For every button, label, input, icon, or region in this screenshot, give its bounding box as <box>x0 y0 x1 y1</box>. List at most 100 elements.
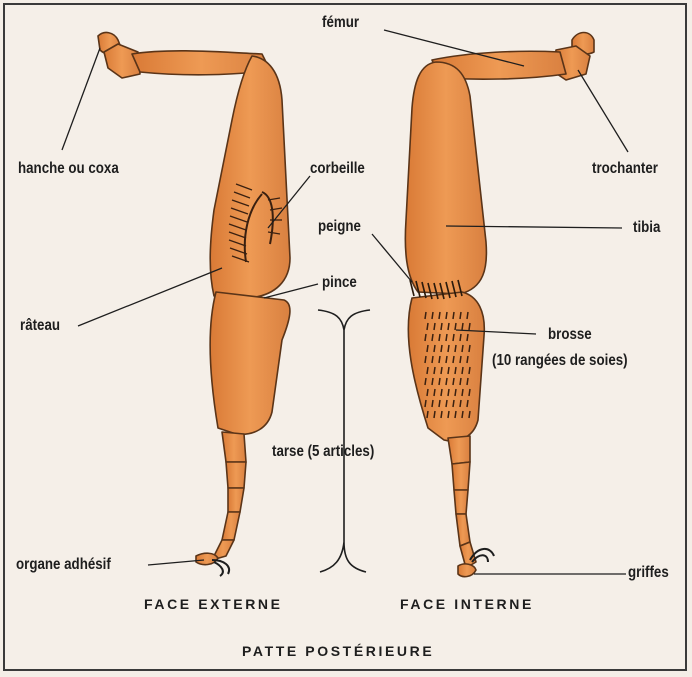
bristle <box>469 345 470 352</box>
bristle <box>434 345 435 352</box>
basitarsus-left <box>210 292 290 434</box>
leader-hanche <box>62 48 100 150</box>
label-pince: pince <box>322 274 357 292</box>
bristle <box>427 411 428 418</box>
bristle <box>460 400 461 407</box>
bristle <box>441 345 442 352</box>
bristle <box>446 334 447 341</box>
label-trochanter: trochanter <box>592 160 658 178</box>
bristle <box>427 389 428 396</box>
bristle <box>453 312 454 319</box>
bristle <box>467 334 468 341</box>
bristle <box>432 400 433 407</box>
label-hanche: hanche ou coxa <box>18 160 119 178</box>
bristle <box>453 356 454 363</box>
bristle <box>462 367 463 374</box>
tarsomere-right-3 <box>454 490 468 514</box>
bristle <box>441 323 442 330</box>
bristle <box>425 400 426 407</box>
tibia-left <box>210 56 290 298</box>
tarsomere-right-1 <box>448 436 470 464</box>
label-brosse: brosse <box>548 326 592 344</box>
bristle <box>469 411 470 418</box>
label-brosse-sub: (10 rangées de soies) <box>492 352 628 370</box>
bristle <box>448 323 449 330</box>
tarsomere-right-4 <box>456 514 470 546</box>
label-griffes: griffes <box>628 564 669 582</box>
bristle <box>453 378 454 385</box>
bristle <box>469 367 470 374</box>
leader-rateau <box>78 268 222 326</box>
bristle <box>446 312 447 319</box>
bristle <box>462 323 463 330</box>
bristle <box>467 312 468 319</box>
bristle <box>460 312 461 319</box>
bristle <box>439 356 440 363</box>
bristle <box>460 378 461 385</box>
bristle <box>439 400 440 407</box>
bristle <box>432 312 433 319</box>
leader-lines <box>62 30 628 574</box>
bristle <box>434 411 435 418</box>
arolium-right <box>458 564 476 577</box>
bristle <box>434 367 435 374</box>
leg-internal <box>405 33 594 577</box>
bristle <box>453 334 454 341</box>
bristle <box>455 411 456 418</box>
bristle <box>460 334 461 341</box>
bristle <box>455 323 456 330</box>
caption-face-externe: FACE EXTERNE <box>144 596 283 612</box>
label-rateau: râteau <box>20 317 60 335</box>
leader-trochanter <box>578 70 628 152</box>
bristle <box>432 378 433 385</box>
label-corbeille: corbeille <box>310 160 365 178</box>
tarsomere-left-4 <box>222 512 240 540</box>
tibia-right <box>405 62 486 294</box>
bristle <box>462 345 463 352</box>
bristle <box>441 389 442 396</box>
bristle <box>448 345 449 352</box>
bristle <box>453 400 454 407</box>
bristle <box>455 367 456 374</box>
bristle <box>446 356 447 363</box>
bristle <box>439 334 440 341</box>
bristle <box>460 356 461 363</box>
bristle <box>462 411 463 418</box>
claws-right <box>470 549 494 562</box>
bristle <box>441 367 442 374</box>
bristle <box>432 356 433 363</box>
bristle <box>467 356 468 363</box>
claws-left <box>212 560 229 576</box>
bristle <box>434 389 435 396</box>
label-organe: organe adhésif <box>16 556 111 574</box>
tarsomere-left-1 <box>222 432 246 462</box>
bristle <box>441 411 442 418</box>
label-tarse: tarse (5 articles) <box>272 443 374 461</box>
bristle <box>469 323 470 330</box>
bristle <box>425 334 426 341</box>
bristle <box>455 345 456 352</box>
bristle <box>462 389 463 396</box>
bristle <box>432 334 433 341</box>
bristle <box>448 389 449 396</box>
label-femur: fémur <box>322 14 359 32</box>
label-tibia: tibia <box>633 219 660 237</box>
tarsomere-left-2 <box>226 462 246 488</box>
bristle <box>425 378 426 385</box>
bristle <box>427 323 428 330</box>
bristle <box>469 389 470 396</box>
caption-face-interne: FACE INTERNE <box>400 596 534 612</box>
bristle <box>425 356 426 363</box>
bristle <box>448 367 449 374</box>
tarsomere-right-2 <box>452 462 470 490</box>
label-peigne: peigne <box>318 218 361 236</box>
bristle <box>439 312 440 319</box>
bristle <box>467 400 468 407</box>
caption-title: PATTE POSTÉRIEURE <box>242 643 434 659</box>
bristle <box>439 378 440 385</box>
bristle <box>434 323 435 330</box>
bristle <box>427 345 428 352</box>
bristle <box>448 411 449 418</box>
bristle <box>425 312 426 319</box>
